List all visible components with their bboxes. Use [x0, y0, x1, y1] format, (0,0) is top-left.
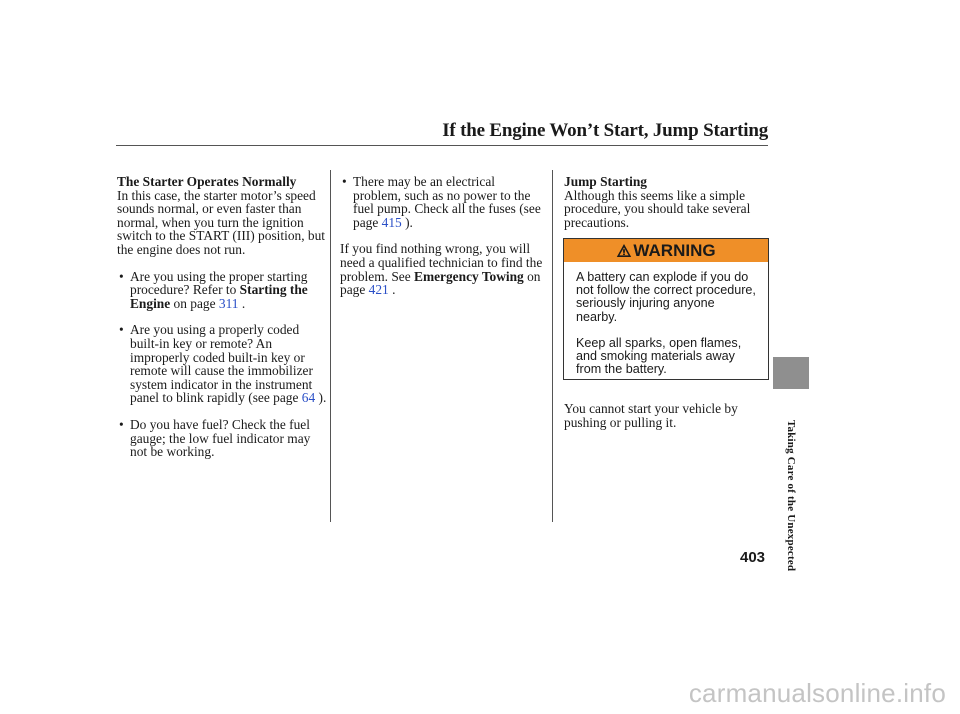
- paragraph-push-pull: You cannot start your vehicle by pushing…: [564, 401, 738, 430]
- header-divider: [116, 145, 768, 146]
- section-heading-starter: The Starter Operates Normally: [117, 174, 297, 189]
- page-title: If the Engine Won’t Start, Jump Starting: [442, 120, 768, 141]
- section-tab: [773, 357, 809, 389]
- warning-paragraph-1: A battery can explode if you do not foll…: [576, 270, 756, 324]
- page-link-415[interactable]: 415: [381, 214, 402, 230]
- column-2: There may be an electrical problem, such…: [340, 175, 546, 297]
- warning-paragraph-2: Keep all sparks, open flames, and smokin…: [576, 335, 742, 377]
- page-link-421[interactable]: 421: [368, 282, 389, 298]
- column-3-bottom: You cannot start your vehicle by pushing…: [564, 402, 768, 429]
- column-divider-1: [330, 170, 331, 522]
- ref-starting-engine: Starting the Engine: [130, 282, 308, 311]
- warning-triangle-icon: [617, 244, 632, 257]
- list-item-electrical: There may be an electrical problem, such…: [340, 175, 546, 229]
- page-link-64[interactable]: 64: [301, 390, 316, 406]
- paragraph-technician: If you find nothing wrong, you will need…: [340, 241, 543, 298]
- list-item-fuel: Do you have fuel? Check the fuel gauge; …: [117, 418, 329, 459]
- list-item-starting-procedure: Are you using the proper starting proced…: [117, 269, 329, 311]
- warning-banner: WARNING: [564, 239, 768, 262]
- section-heading-jump: Jump Starting: [564, 174, 647, 189]
- paragraph-intro: In this case, the starter motor’s speed …: [117, 187, 326, 257]
- section-side-label: Taking Care of the Unexpected: [785, 420, 797, 572]
- column-divider-2: [552, 170, 553, 522]
- paragraph-jump-intro: Although this seems like a simple proced…: [564, 187, 751, 230]
- column-1: The Starter Operates Normally In this ca…: [117, 175, 329, 459]
- ref-emergency-towing: Emergency Towing: [414, 268, 524, 284]
- column-3: Jump Starting Although this seems like a…: [564, 175, 768, 229]
- list-item-coded-key: Are you using a properly coded built-in …: [117, 323, 329, 405]
- page-number: 403: [740, 549, 766, 566]
- warning-box: WARNING A battery can explode if you do …: [563, 238, 769, 380]
- warning-label: WARNING: [633, 240, 716, 260]
- page-link-311[interactable]: 311: [218, 295, 239, 311]
- watermark: carmanualsonline.info: [688, 678, 946, 708]
- warning-text: A battery can explode if you do not foll…: [564, 262, 768, 376]
